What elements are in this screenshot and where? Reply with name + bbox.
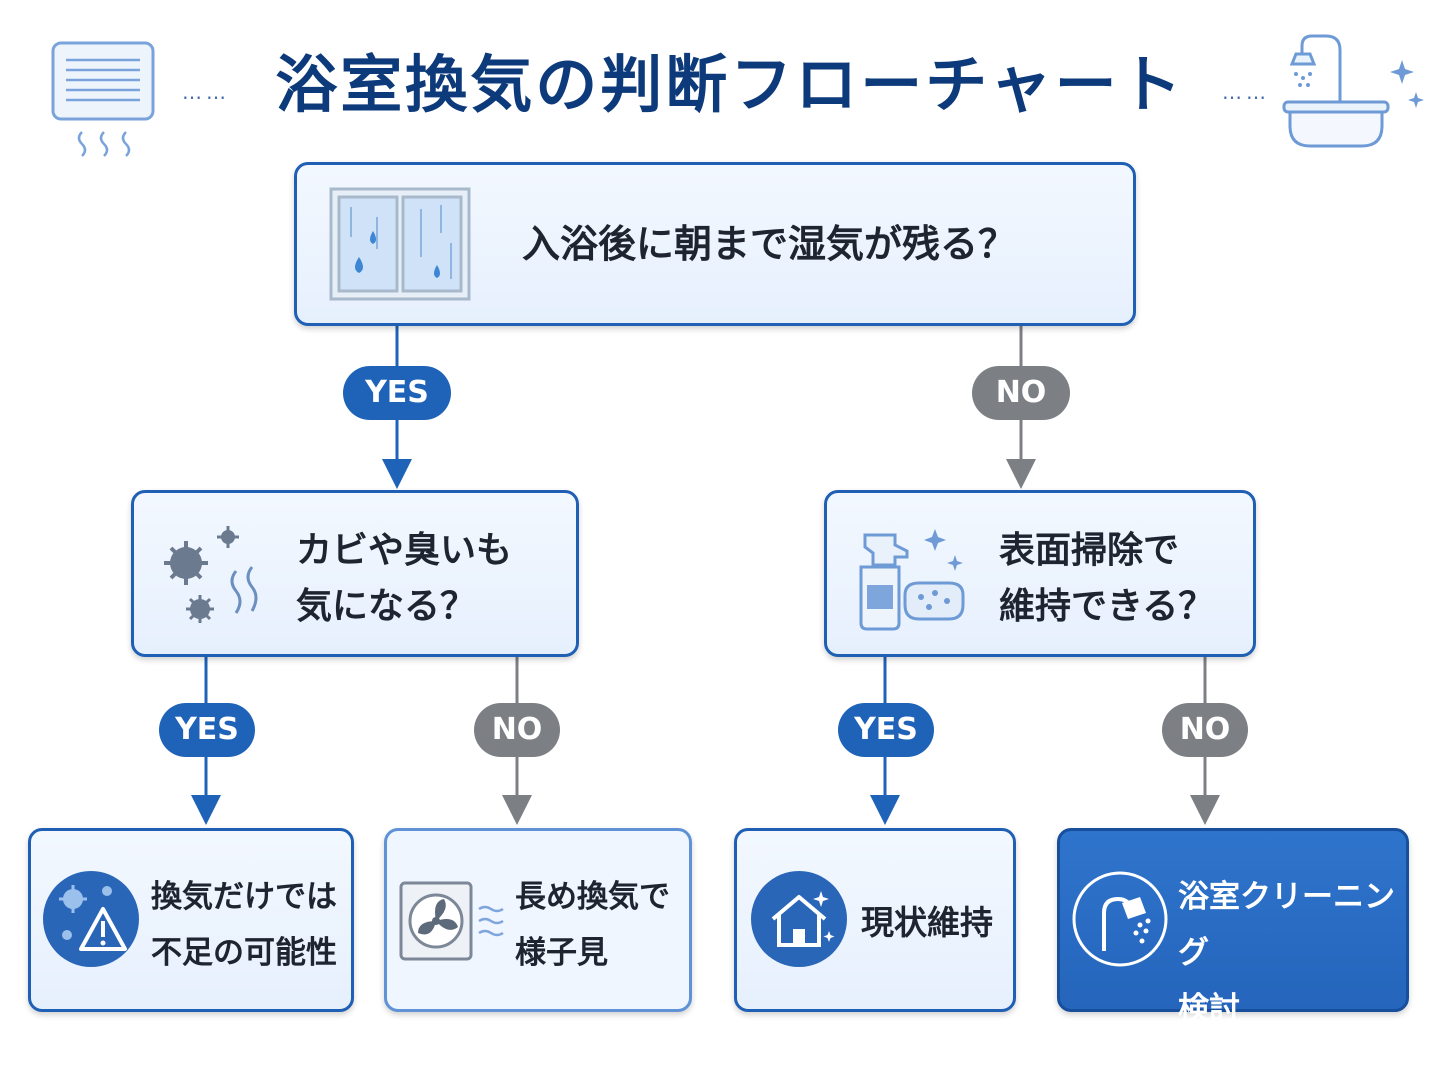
question-node-2b: 表面掃除で 維持できる？ [824, 490, 1256, 657]
title-dots-left: …… [182, 80, 230, 104]
result-node-4: 浴室クリーニング 検討 [1057, 828, 1409, 1027]
question-2b-text: 表面掃除で 維持できる？ [999, 530, 1215, 627]
question-node-1: 入浴後に朝まで湿気が残る？ [294, 162, 1136, 326]
no-label-q2b: NO [1162, 703, 1248, 757]
result-node-3: 現状維持 [734, 828, 1016, 1012]
result-node-2: 長め換気で 様子見 [384, 828, 692, 1012]
shower-bath-icon [1280, 30, 1430, 155]
vent-icon [50, 40, 160, 160]
exhaust-fan-icon [399, 881, 511, 965]
result-4-text: 浴室クリーニング 検討 [1178, 879, 1395, 1027]
question-2a-text: カビや臭いも 気になる？ [296, 530, 513, 627]
no-label-q2a: NO [474, 703, 560, 757]
page-title: 浴室換気の判断フローチャート [275, 48, 1185, 121]
question-node-2a: カビや臭いも 気になる？ [131, 490, 579, 657]
yes-label-q1: YES [343, 366, 451, 420]
question-1-text: 入浴後に朝まで湿気が残る？ [522, 222, 1017, 266]
shower-head-icon [1070, 869, 1170, 969]
yes-label-q2b: YES [838, 703, 934, 757]
clean-house-icon [749, 869, 849, 969]
yes-label-q2a: YES [159, 703, 255, 757]
no-label-q1: NO [972, 366, 1070, 420]
wet-window-icon [329, 187, 471, 303]
mold-odor-icon [156, 521, 268, 631]
result-1-text: 換気だけでは 不足の可能性 [151, 879, 337, 971]
mold-warning-icon [41, 869, 141, 969]
result-node-1: 換気だけでは 不足の可能性 [28, 828, 354, 1012]
result-3-text: 現状維持 [861, 903, 993, 942]
spray-sponge-icon [851, 523, 967, 633]
title-dots-right: …… [1222, 80, 1270, 104]
result-2-text: 長め換気で 様子見 [515, 879, 670, 971]
